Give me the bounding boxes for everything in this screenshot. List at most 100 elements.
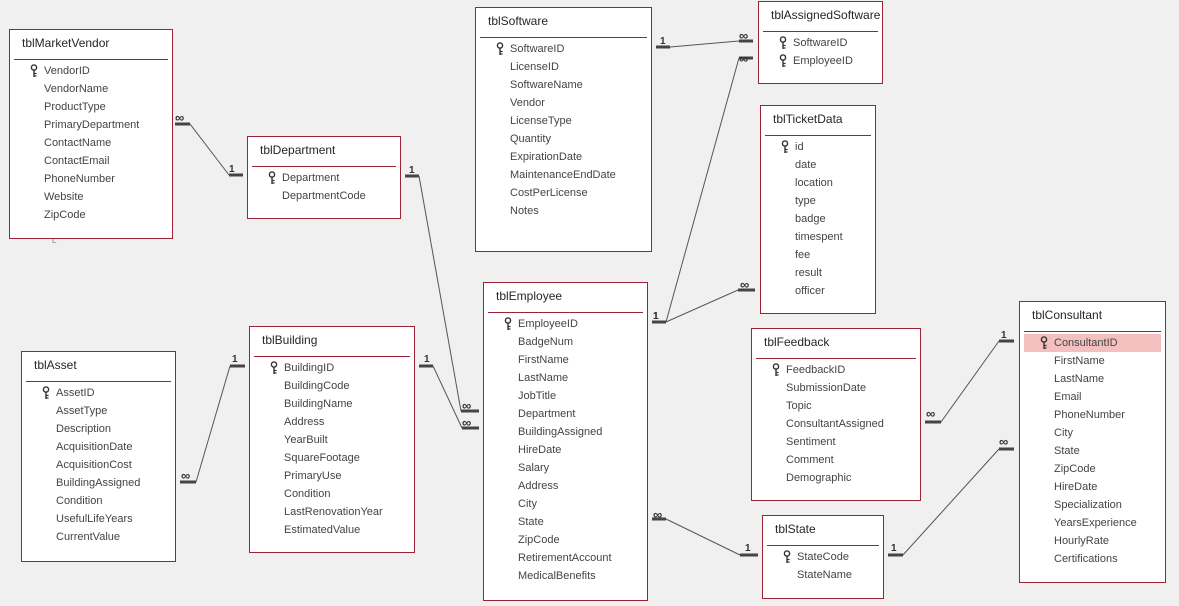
- table-title[interactable]: tblConsultant: [1032, 308, 1103, 322]
- table-title[interactable]: tblState: [775, 522, 816, 536]
- table-title[interactable]: tblAssignedSoftware: [771, 8, 881, 22]
- field-row[interactable]: FirstName: [488, 351, 643, 369]
- field-row[interactable]: result: [765, 264, 871, 282]
- field-row[interactable]: Condition: [254, 485, 410, 503]
- field-row[interactable]: State: [1024, 442, 1161, 460]
- field-row[interactable]: Sentiment: [756, 433, 916, 451]
- field-row[interactable]: Comment: [756, 451, 916, 469]
- relationship-tblFeedback-tblConsultant[interactable]: [925, 339, 1014, 424]
- field-row[interactable]: Demographic: [756, 469, 916, 487]
- field-row[interactable]: VendorID: [14, 62, 168, 80]
- field-row[interactable]: Address: [254, 413, 410, 431]
- field-row[interactable]: HireDate: [1024, 478, 1161, 496]
- relationship-tblEmployee-tblState[interactable]: [652, 517, 758, 557]
- field-row[interactable]: ConsultantID: [1024, 334, 1161, 352]
- field-row[interactable]: Topic: [756, 397, 916, 415]
- field-row[interactable]: State: [488, 513, 643, 531]
- field-row[interactable]: LastName: [1024, 370, 1161, 388]
- field-row[interactable]: SoftwareID: [480, 40, 647, 58]
- field-row[interactable]: badge: [765, 210, 871, 228]
- field-row[interactable]: SquareFootage: [254, 449, 410, 467]
- field-row[interactable]: FeedbackID: [756, 361, 916, 379]
- field-row[interactable]: Description: [26, 420, 171, 438]
- field-row[interactable]: LastRenovationYear: [254, 503, 410, 521]
- relationship-tblEmployee-tblTicketData[interactable]: [652, 288, 755, 324]
- field-row[interactable]: date: [765, 156, 871, 174]
- field-row[interactable]: Certifications: [1024, 550, 1161, 568]
- field-row[interactable]: Salary: [488, 459, 643, 477]
- field-row[interactable]: UsefulLifeYears: [26, 510, 171, 528]
- field-row[interactable]: AssetType: [26, 402, 171, 420]
- field-row[interactable]: JobTitle: [488, 387, 643, 405]
- table-title[interactable]: tblTicketData: [773, 112, 843, 126]
- field-row[interactable]: PhoneNumber: [14, 170, 168, 188]
- field-row[interactable]: ContactName: [14, 134, 168, 152]
- field-row[interactable]: PrimaryUse: [254, 467, 410, 485]
- field-row[interactable]: SoftwareName: [480, 76, 647, 94]
- field-row[interactable]: YearBuilt: [254, 431, 410, 449]
- field-row[interactable]: CostPerLicense: [480, 184, 647, 202]
- field-row[interactable]: ZipCode: [1024, 460, 1161, 478]
- relationship-tblBuilding-tblEmployee[interactable]: [419, 364, 479, 430]
- field-row[interactable]: PhoneNumber: [1024, 406, 1161, 424]
- field-row[interactable]: DepartmentCode: [252, 187, 396, 205]
- table-title[interactable]: tblAsset: [34, 358, 77, 372]
- field-row[interactable]: FirstName: [1024, 352, 1161, 370]
- field-row[interactable]: ZipCode: [488, 531, 643, 549]
- table-title[interactable]: tblMarketVendor: [22, 36, 110, 50]
- field-row[interactable]: LicenseType: [480, 112, 647, 130]
- field-row[interactable]: ZipCode: [14, 206, 168, 224]
- table-title[interactable]: tblSoftware: [488, 14, 549, 28]
- field-row[interactable]: Department: [488, 405, 643, 423]
- field-row[interactable]: ExpirationDate: [480, 148, 647, 166]
- relationship-tblEmployee-tblAssignedSoftware[interactable]: [652, 56, 753, 324]
- field-row[interactable]: PrimaryDepartment: [14, 116, 168, 134]
- table-title[interactable]: tblBuilding: [262, 333, 318, 347]
- field-row[interactable]: HourlyRate: [1024, 532, 1161, 550]
- field-row[interactable]: Quantity: [480, 130, 647, 148]
- field-row[interactable]: Notes: [480, 202, 647, 220]
- field-row[interactable]: MaintenanceEndDate: [480, 166, 647, 184]
- field-row[interactable]: Email: [1024, 388, 1161, 406]
- field-row[interactable]: StateName: [767, 566, 879, 584]
- field-row[interactable]: RetirementAccount: [488, 549, 643, 567]
- field-row[interactable]: location: [765, 174, 871, 192]
- field-row[interactable]: SoftwareID: [763, 34, 878, 52]
- field-row[interactable]: BuildingName: [254, 395, 410, 413]
- field-row[interactable]: EstimatedValue: [254, 521, 410, 539]
- field-row[interactable]: LicenseID: [480, 58, 647, 76]
- field-row[interactable]: StateCode: [767, 548, 879, 566]
- field-row[interactable]: Department: [252, 169, 396, 187]
- field-row[interactable]: BuildingAssigned: [488, 423, 643, 441]
- field-row[interactable]: Condition: [26, 492, 171, 510]
- field-row[interactable]: officer: [765, 282, 871, 300]
- field-row[interactable]: EmployeeID: [488, 315, 643, 333]
- field-row[interactable]: Specialization: [1024, 496, 1161, 514]
- table-title[interactable]: tblFeedback: [764, 335, 830, 349]
- field-row[interactable]: Website: [14, 188, 168, 206]
- field-row[interactable]: VendorName: [14, 80, 168, 98]
- field-row[interactable]: Vendor: [480, 94, 647, 112]
- field-row[interactable]: BuildingID: [254, 359, 410, 377]
- field-row[interactable]: fee: [765, 246, 871, 264]
- field-row[interactable]: EmployeeID: [763, 52, 878, 70]
- field-row[interactable]: BadgeNum: [488, 333, 643, 351]
